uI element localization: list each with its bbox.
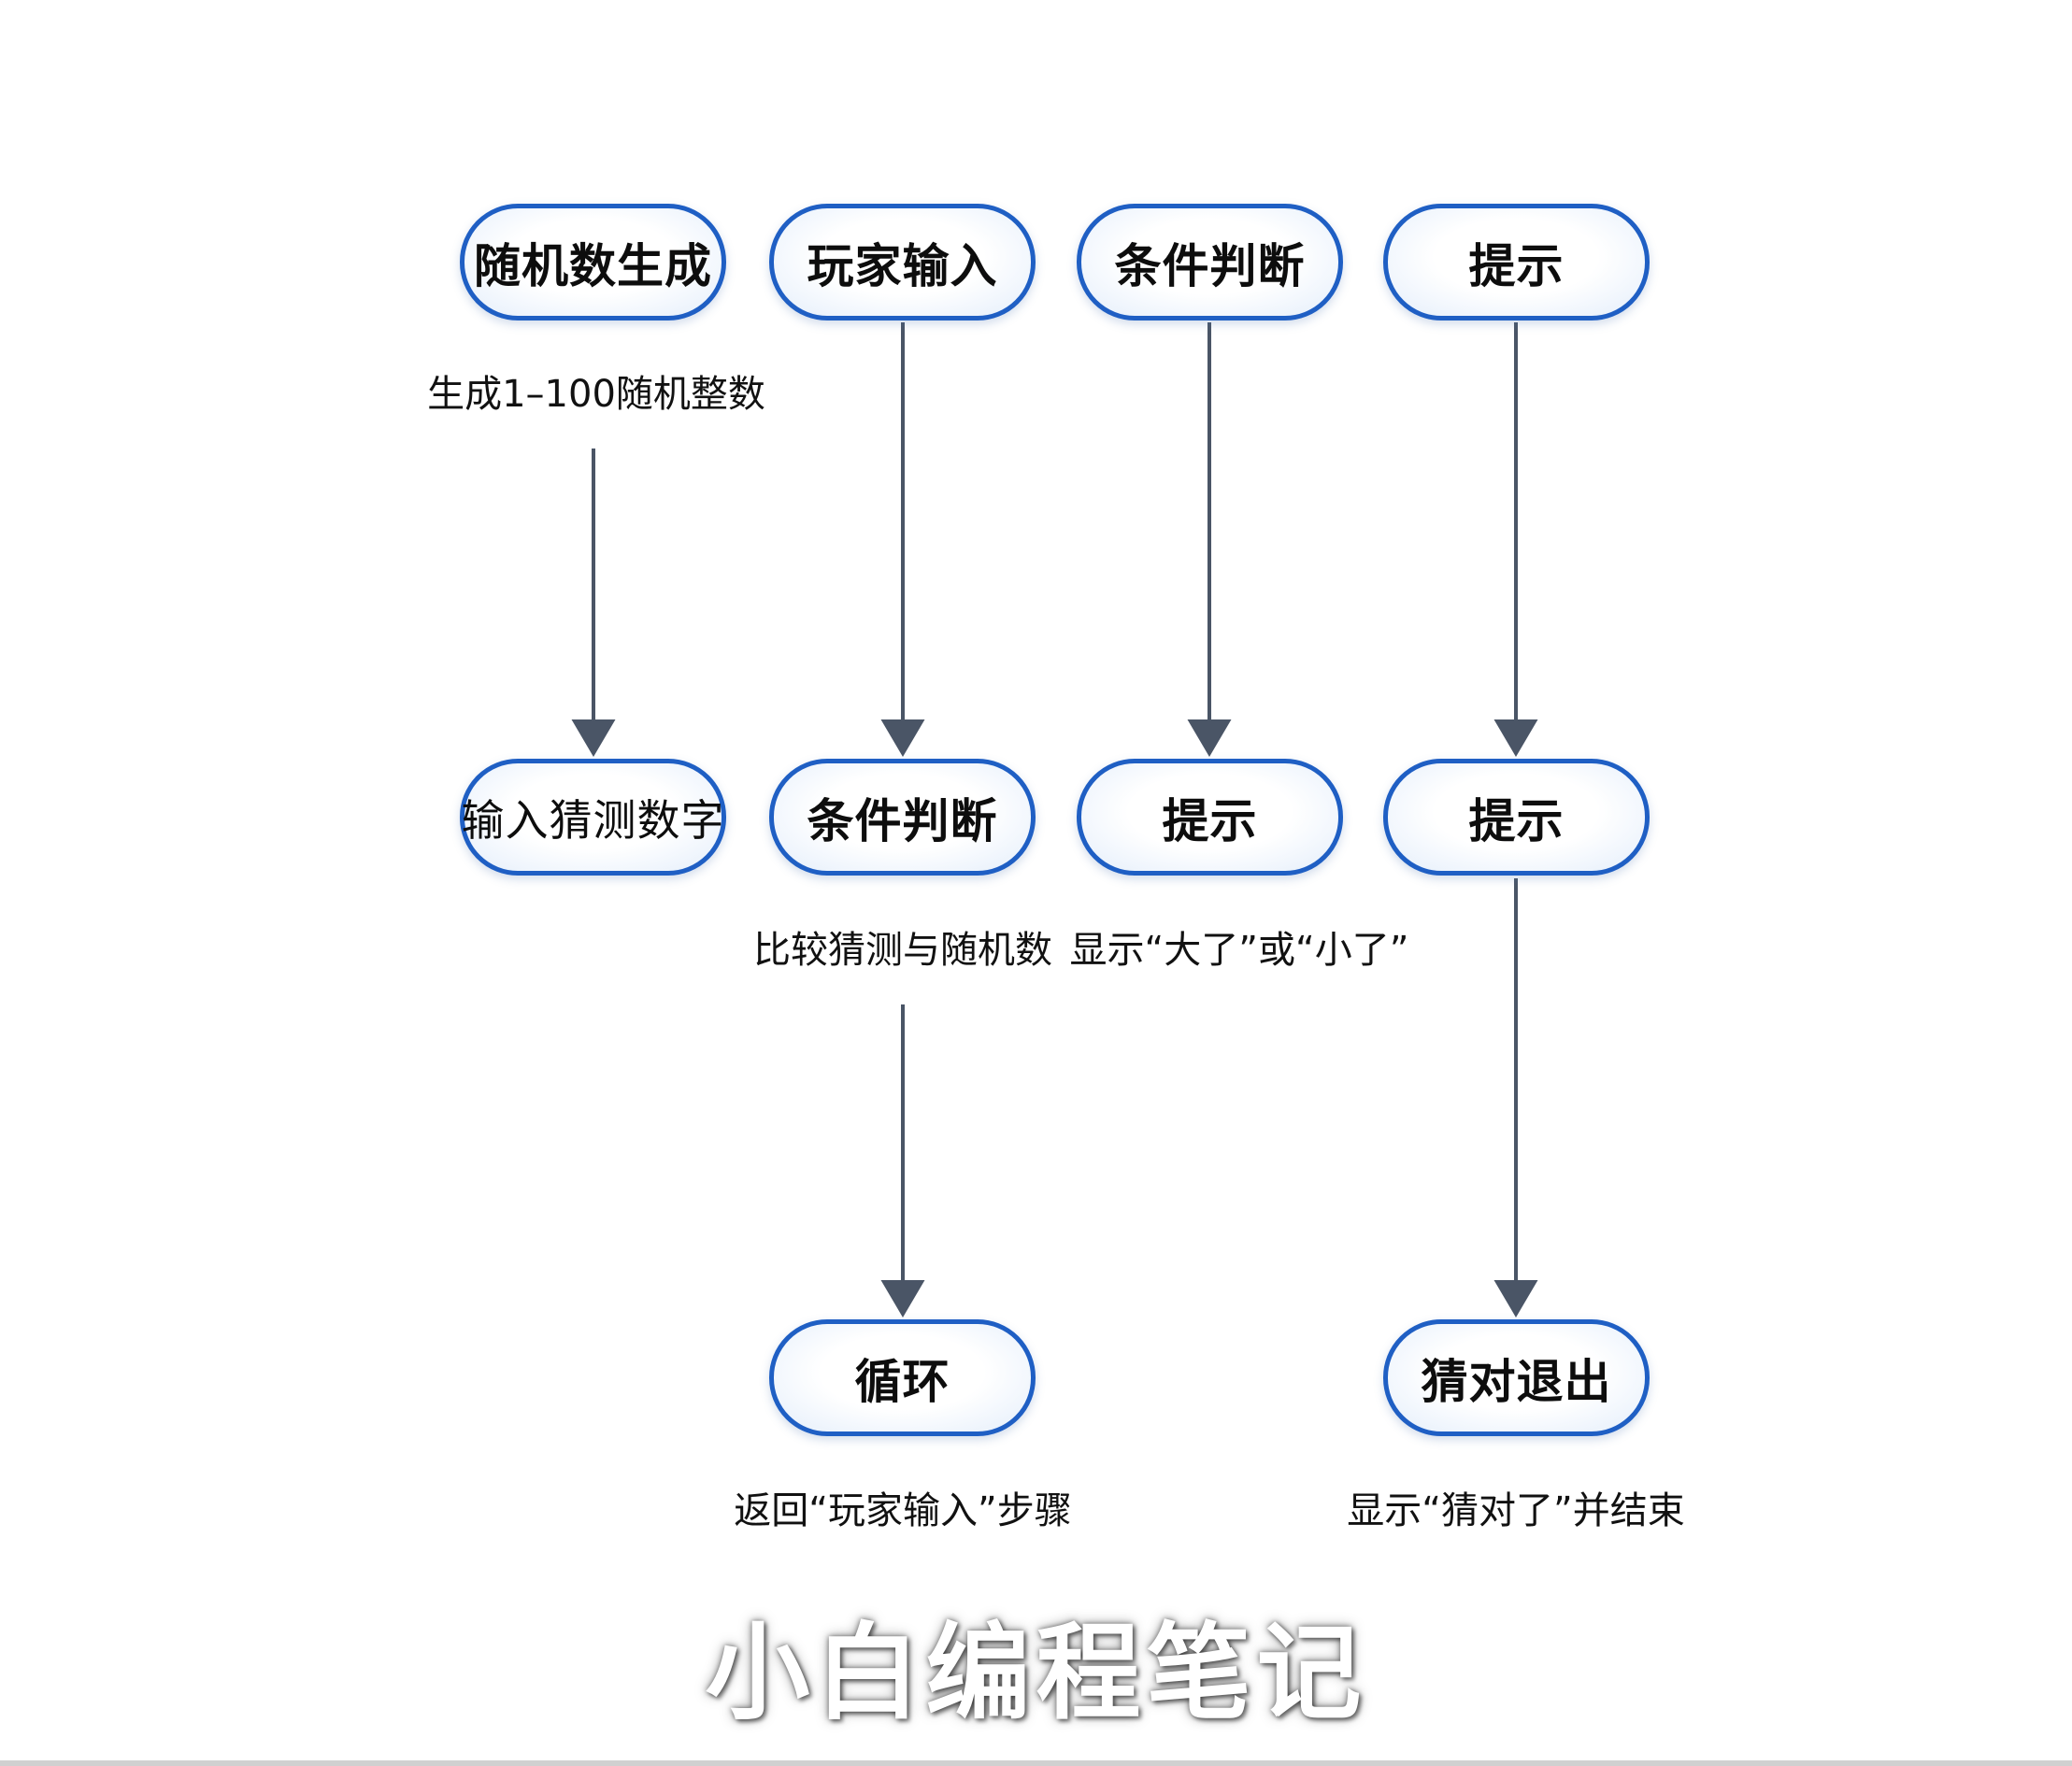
note-exit: 显示“猜对了”并结束 bbox=[1347, 1489, 1685, 1532]
arrowhead bbox=[1187, 719, 1232, 757]
watermark-text: 小白编程笔记 bbox=[705, 1613, 1367, 1734]
node-condition-check-2: 条件判断 bbox=[769, 759, 1036, 876]
node-random-generate: 随机数生成 bbox=[460, 204, 726, 320]
node-input-guess: 输入猜测数字 bbox=[460, 759, 726, 876]
node-hint: 提示 bbox=[1383, 204, 1650, 320]
note-hint-text: 显示“大了”或“小了” bbox=[1069, 929, 1409, 972]
arrowhead bbox=[1493, 1280, 1538, 1317]
node-hint-2: 提示 bbox=[1077, 759, 1343, 876]
node-loop: 循环 bbox=[769, 1319, 1036, 1436]
arrowhead bbox=[571, 719, 616, 757]
note-compare: 比较猜测与随机数 bbox=[753, 929, 1052, 972]
bottom-border bbox=[0, 1760, 2072, 1766]
arrowhead bbox=[880, 719, 925, 757]
note-loop-back: 返回“玩家输入”步骤 bbox=[734, 1489, 1072, 1532]
arrowhead bbox=[880, 1280, 925, 1317]
node-condition-check: 条件判断 bbox=[1077, 204, 1343, 320]
node-guess-correct-exit: 猜对退出 bbox=[1383, 1319, 1650, 1436]
note-generate-range: 生成1–100随机整数 bbox=[427, 373, 765, 416]
node-player-input: 玩家输入 bbox=[769, 204, 1036, 320]
node-hint-3: 提示 bbox=[1383, 759, 1650, 876]
arrowhead bbox=[1493, 719, 1538, 757]
